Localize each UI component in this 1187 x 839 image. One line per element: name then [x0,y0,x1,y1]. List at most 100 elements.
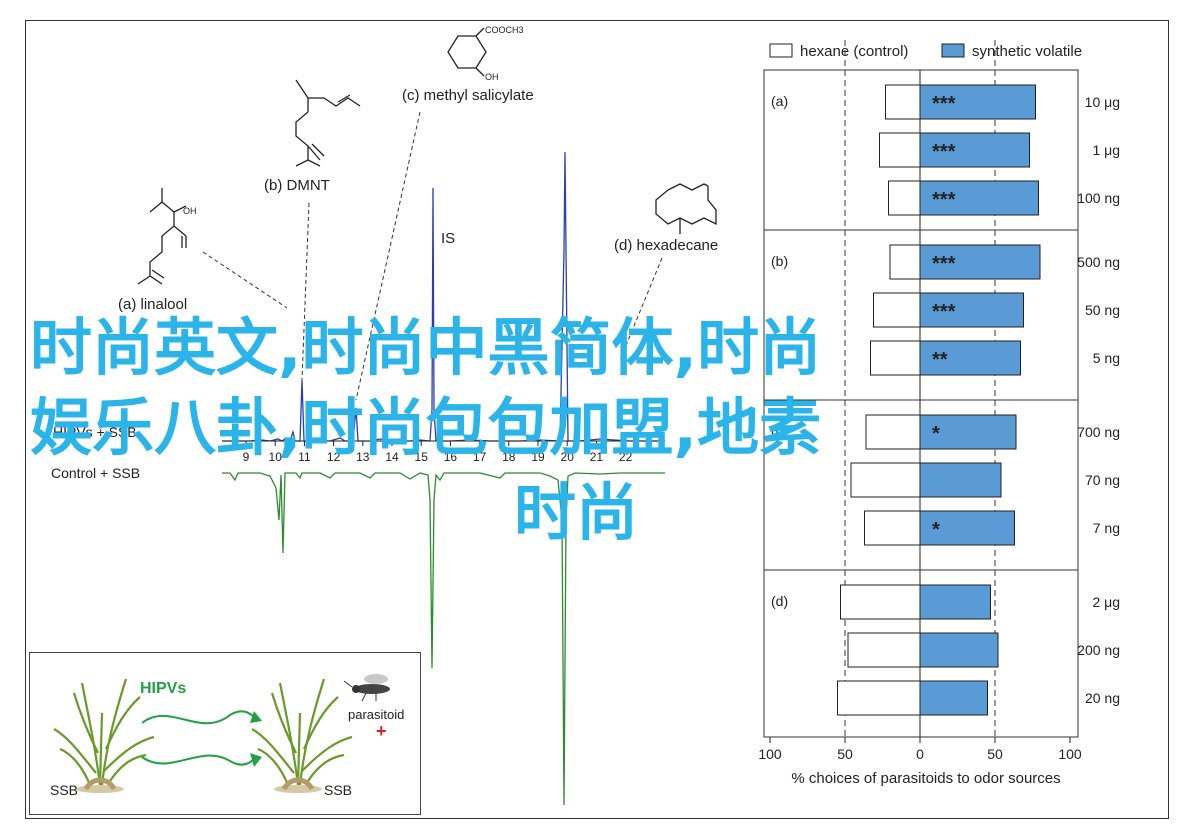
bar-control [873,292,921,328]
time-tick-label: 11 [298,450,311,464]
bar-volatile [919,632,999,668]
right-plant-base [274,785,322,793]
plot-area-frame [763,69,1079,738]
bar-volatile [919,84,1036,120]
time-tick-label: 9 [243,450,250,464]
inset-parasitoid-label: parasitoid [348,707,404,722]
right-plant-illustration [251,678,353,786]
time-tick-label: 21 [590,450,604,464]
dose-label: 70 ng [1085,472,1120,488]
bar-control [847,632,921,668]
inset-plus-sign: + [376,721,387,741]
time-tick-label: 16 [444,450,458,464]
bar-volatile [919,180,1039,216]
methyl-salicylate-label: (c) methyl salicylate [402,87,534,104]
dmnt-leader-line [301,202,310,381]
x-tick-label: 0 [916,746,924,762]
time-tick-label: 20 [561,450,575,464]
bar-control [889,244,921,280]
x-axis-label: % choices of parasitoids to odor sources [791,770,1060,787]
x-tick-label: 50 [837,746,853,762]
hipvs-trace-label: HIPVs + SSB [53,424,137,440]
bar-volatile [919,292,1024,328]
time-tick-label: 15 [415,450,429,464]
dmnt-structure [295,79,361,167]
time-tick-label: 22 [619,450,633,464]
dose-label: 10 μg [1085,94,1120,110]
linalool-oh-label: OH [183,206,197,216]
bar-volatile [919,244,1041,280]
time-tick-label: 18 [502,450,516,464]
dose-label: 200 ng [1077,642,1120,658]
bar-control [888,180,921,216]
control-trace-line [222,472,665,806]
methyl-salicylate-leader-line [355,111,421,401]
legend-label-hexane: hexane (control) [800,43,908,60]
linalool-leader-line [202,251,288,309]
group-label: (b) [771,253,788,269]
significance-label: *** [932,189,956,211]
dose-label: 1 μg [1092,142,1120,158]
inset-ssb-right-label: SSB [324,782,352,798]
inset-hipvs-label: HIPVs [140,680,186,697]
methyl-salicylate-cooch3-label: COOCH3 [485,25,524,35]
dose-label: 20 ng [1085,690,1120,706]
dose-label: 100 ng [1077,190,1120,206]
significance-label: *** [932,253,956,275]
hipvs-arrow-bottom [141,754,255,766]
time-tick-label: 17 [473,450,487,464]
internal-standard-label: IS [441,230,455,247]
x-tick-label: 50 [987,746,1003,762]
dose-label: 7 ng [1093,520,1120,536]
hexadecane-label: (d) hexadecane [614,237,718,254]
bar-volatile [919,414,1017,450]
time-tick-label: 19 [531,450,545,464]
linalool-label: (a) linalool [118,296,187,313]
dose-label: 2 μg [1092,594,1120,610]
significance-label: *** [932,301,956,323]
significance-label: *** [932,93,956,115]
hipvs-inset-panel: SSB HIPVs SSB parasitoid + [29,652,421,815]
hexadecane-leader-line [619,257,663,361]
bar-control [837,680,921,716]
right-larva-icon [281,777,315,791]
x-tick-label: 100 [758,746,782,762]
hipvs-arrow-top [141,710,255,725]
group-label: (a) [771,93,788,109]
significance-label: * [932,423,940,445]
time-tick-label: 12 [327,450,341,464]
group-label: (c) [771,423,787,439]
preference-bar-chart: hexane (control) synthetic volatile (a)*… [758,40,1120,787]
hipvs-arrow-top-head [250,711,262,723]
significance-label: ** [932,349,948,371]
figure-frame [25,20,1169,819]
hexadecane-structure [655,183,717,234]
hipvs-arrow-bottom-head [250,753,262,767]
linalool-structure [137,188,187,285]
x-tick-label: 100 [1058,746,1082,762]
legend-swatch-volatile [941,43,965,58]
dose-label: 5 ng [1093,350,1120,366]
dose-label: 700 ng [1077,424,1120,440]
left-plant-base [76,785,124,793]
x-axis: 100 50 0 50 100 [758,737,1082,762]
time-tick-label: 10 [269,450,283,464]
group-label: (d) [771,593,788,609]
methyl-salicylate-structure [447,27,487,77]
bar-volatile [919,680,988,716]
bar-control [840,584,921,620]
methyl-salicylate-oh-label: OH [485,72,499,82]
legend-swatch-hexane [769,43,793,58]
bar-control [885,84,921,120]
left-larva-icon [83,777,117,791]
bar-groups: (a)***10 μg***1 μg***100 ng(b)***500 ng*… [763,40,1120,738]
bar-volatile [919,462,1002,498]
inset-ssb-left-label: SSB [50,782,78,798]
hipvs-trace-line [222,151,665,443]
control-trace-label: Control + SSB [51,465,140,481]
time-tick-label: 14 [385,450,399,464]
bar-control [870,340,921,376]
left-plant-illustration [53,678,155,786]
